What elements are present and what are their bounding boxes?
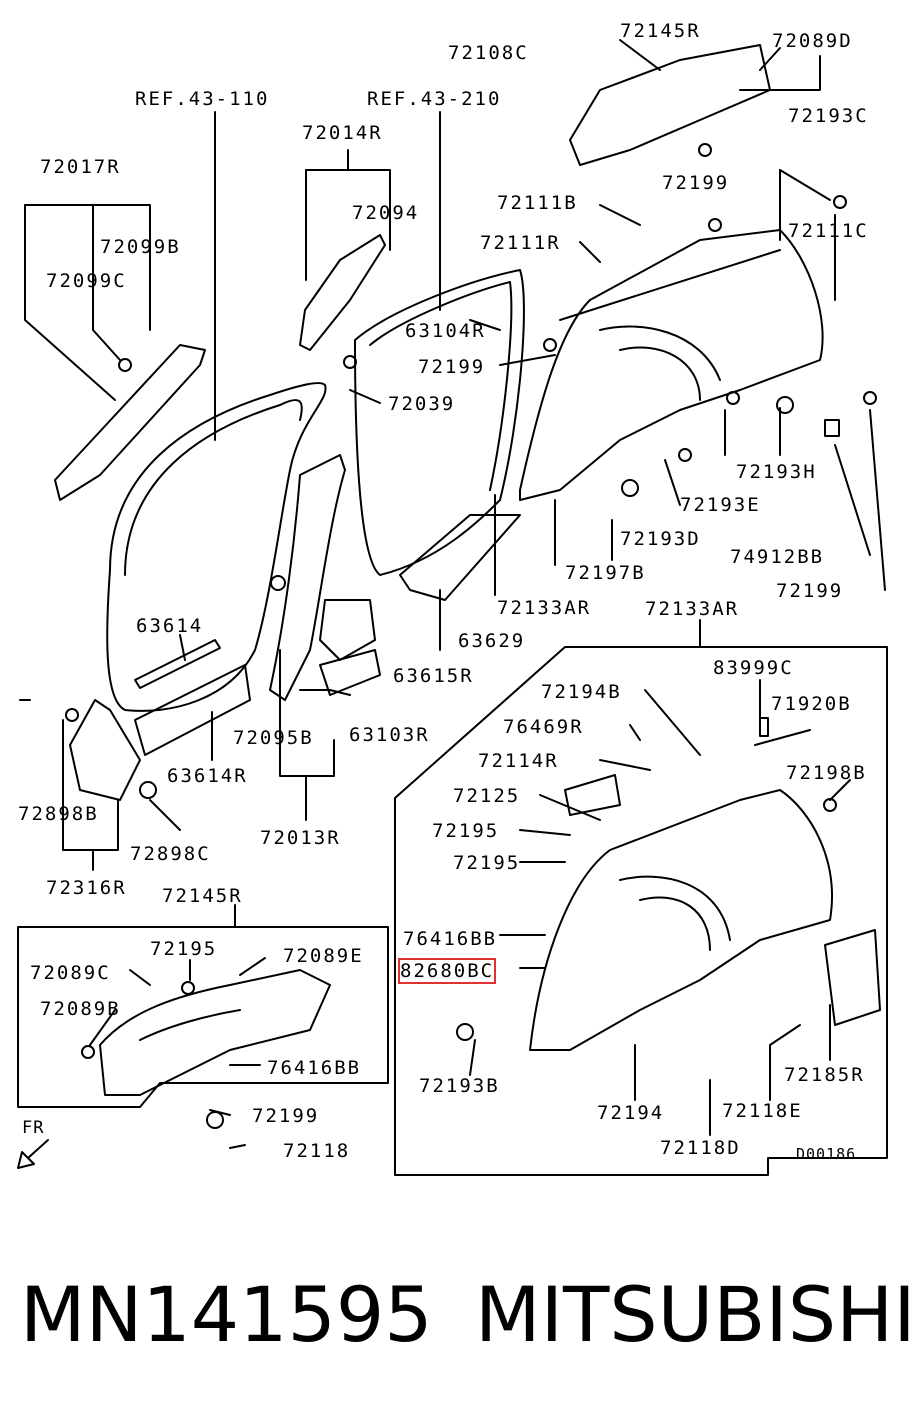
callout-label: 72199 [418,356,486,378]
callout-label: 72118 [283,1140,351,1162]
callout-label: 72095B [233,727,314,749]
footer: MN141595 MITSUBISHI [0,1260,909,1380]
callout-label: 72195 [432,820,500,842]
callout-label: 72014R [302,122,383,144]
callout-label: 72111R [480,232,561,254]
diagram-linework [17,39,888,1176]
callout-label: 76416BB [403,928,498,950]
inset-front-trim [99,969,331,1096]
callout-label: 72133AR [497,597,592,619]
callout-label: 72089D [772,30,853,52]
highlighted-callout-label: 82680BC [397,958,497,984]
callout-label: 72089B [40,998,121,1020]
callout-label: 72193D [620,528,701,550]
weatherstrip-front [106,382,327,712]
callout-label: 72133AR [645,598,740,620]
callout-label: 72185R [784,1064,865,1086]
callout-label: 63104R [405,320,486,342]
callout-label: 71920B [771,693,852,715]
inset-box-tray [564,774,621,816]
parts-diagram: 72145R 72108C 72089D REF.43-110 REF.43-210 72… [17,20,888,1176]
callout-label: 72316R [46,877,127,899]
callout-label: 72197B [565,562,646,584]
callout-label: 72193B [419,1075,500,1097]
a-pillar-trim [54,344,206,501]
callout-label: 72039 [388,393,456,415]
callout-label: 72194B [541,681,622,703]
callout-label: REF.43-110 [135,88,270,110]
callout-label: REF.43-210 [367,88,502,110]
callout-label: 72108C [448,42,529,64]
inset-side-cover [824,929,881,1026]
callout-label: 72114R [478,750,559,772]
callout-label: 63614R [167,765,248,787]
upper-quarter-trim [299,234,386,351]
callout-label: 72198B [786,762,867,784]
upper-rear-trim [569,44,771,166]
callout-label: 63103R [349,724,430,746]
callout-label: 72013R [260,827,341,849]
callout-label: 72195 [150,938,218,960]
callout-label: 72145R [620,20,701,42]
callout-label: 76469R [503,716,584,738]
callout-label: 76416BB [267,1057,362,1079]
callout-label: 72199 [252,1105,320,1127]
callout-label: 72099C [46,270,127,292]
rear-scuff [399,514,521,601]
callout-label: 72199 [662,172,730,194]
callout-label: 72193E [680,494,761,516]
callout-label: 72898C [130,843,211,865]
callout-label: 72193H [736,461,817,483]
b-pillar-trim [269,454,346,701]
inset-quarter-trim [529,789,833,1051]
inset-box-front-trim [17,926,389,1108]
callout-label: 72193C [788,105,869,127]
callout-label: 72089E [283,945,364,967]
callout-label: 72125 [453,785,521,807]
callout-label: 72111B [497,192,578,214]
scuff-plate [134,664,251,756]
callout-label: 72199 [776,580,844,602]
callout-label: 72089C [30,962,111,984]
callout-label: 72195 [453,852,521,874]
callout-label: 63615R [393,665,474,687]
callout-label: 74912BB [730,546,825,568]
callout-label: D00186 [796,1145,857,1163]
part-number: MN141595 [20,1270,433,1359]
kick-panel [69,699,141,801]
front-direction-label: FR [22,1118,45,1138]
callout-label: 72194 [597,1102,665,1124]
fr-arrow [17,1139,49,1169]
brand-name: MITSUBISHI [475,1270,909,1359]
inset-box-rear-trim [394,646,888,1176]
callout-label: 72118E [722,1100,803,1122]
callout-label: 72094 [352,202,420,224]
quarter-trim [519,229,824,501]
callout-label: 72898B [18,803,99,825]
callout-label: 83999C [713,657,794,679]
callout-label: 72118D [660,1137,741,1159]
callout-label: 72017R [40,156,121,178]
callout-label: 63614 [136,615,204,637]
callout-label: 72099B [100,236,181,258]
weatherstrip-rear [354,269,525,576]
callout-label: 63629 [458,630,526,652]
callout-label: 72145R [162,885,243,907]
callout-label: 72111C [788,220,869,242]
